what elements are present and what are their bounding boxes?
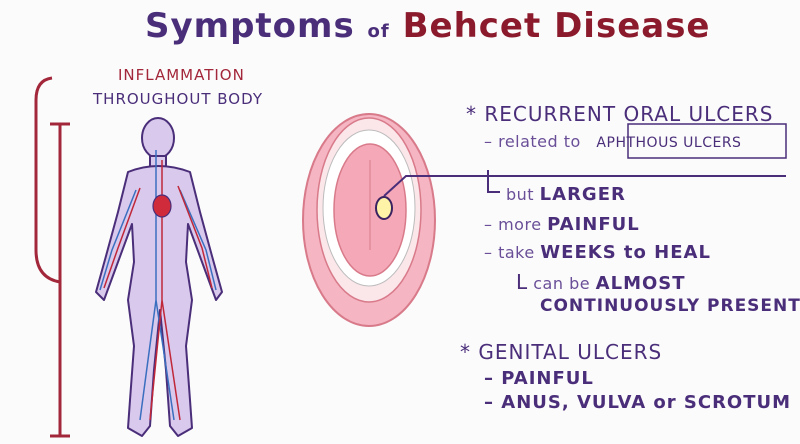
related-prefix: – related to	[484, 132, 581, 151]
human-body-circulation-icon	[95, 117, 223, 437]
larger-line: but LARGER	[506, 184, 626, 205]
oral-ulcers-heading: * Recurrent oral ulcers	[466, 102, 773, 126]
weeks-to-heal-term: WEEKS to HEAL	[540, 242, 711, 263]
but-prefix: but	[506, 185, 535, 204]
aphthous-term: Aphthous ulcers	[596, 135, 742, 151]
more-painful-line: – more PAINFUL	[484, 214, 640, 235]
ulcer-icon	[375, 196, 393, 220]
title-of: of	[367, 21, 390, 42]
genital-ulcers-heading: * Genital ulcers	[460, 340, 662, 364]
more-prefix: – more	[484, 215, 542, 234]
genital-locations: – ANUS, VULVA or SCROTUM	[484, 392, 792, 413]
ulcer-pointer-line	[383, 175, 786, 197]
genital-bullet: *	[460, 340, 471, 364]
oral-bullet: *	[466, 102, 477, 126]
title-symptoms: Symptoms	[145, 6, 355, 46]
open-mouth-icon	[302, 113, 436, 327]
larger-term: LARGER	[539, 184, 626, 205]
throughout-body-label: throughout body	[93, 90, 263, 108]
continuously-present-line: continuously present	[540, 296, 800, 316]
oral-heading-text: Recurrent oral ulcers	[484, 102, 774, 126]
page-title: Symptoms of Behcet Disease	[145, 6, 711, 46]
weeks-to-heal-line: – take WEEKS to HEAL	[484, 242, 711, 263]
painful-term: PAINFUL	[547, 214, 640, 235]
almost-term: ALMOST	[595, 273, 686, 294]
inflammation-label: Inflammation	[118, 66, 245, 84]
heart-icon	[152, 194, 172, 218]
almost-line: L can be ALMOST	[516, 270, 686, 294]
take-prefix: – take	[484, 243, 535, 262]
l-marker: L	[516, 270, 528, 294]
related-to-line: – related to Aphthous ulcers	[484, 132, 741, 151]
can-be-prefix: can be	[533, 274, 591, 293]
title-disease: Behcet Disease	[402, 6, 711, 46]
genital-painful: – PAINFUL	[484, 368, 594, 389]
curly-bracket	[34, 76, 61, 284]
genital-heading-text: Genital ulcers	[478, 340, 663, 364]
